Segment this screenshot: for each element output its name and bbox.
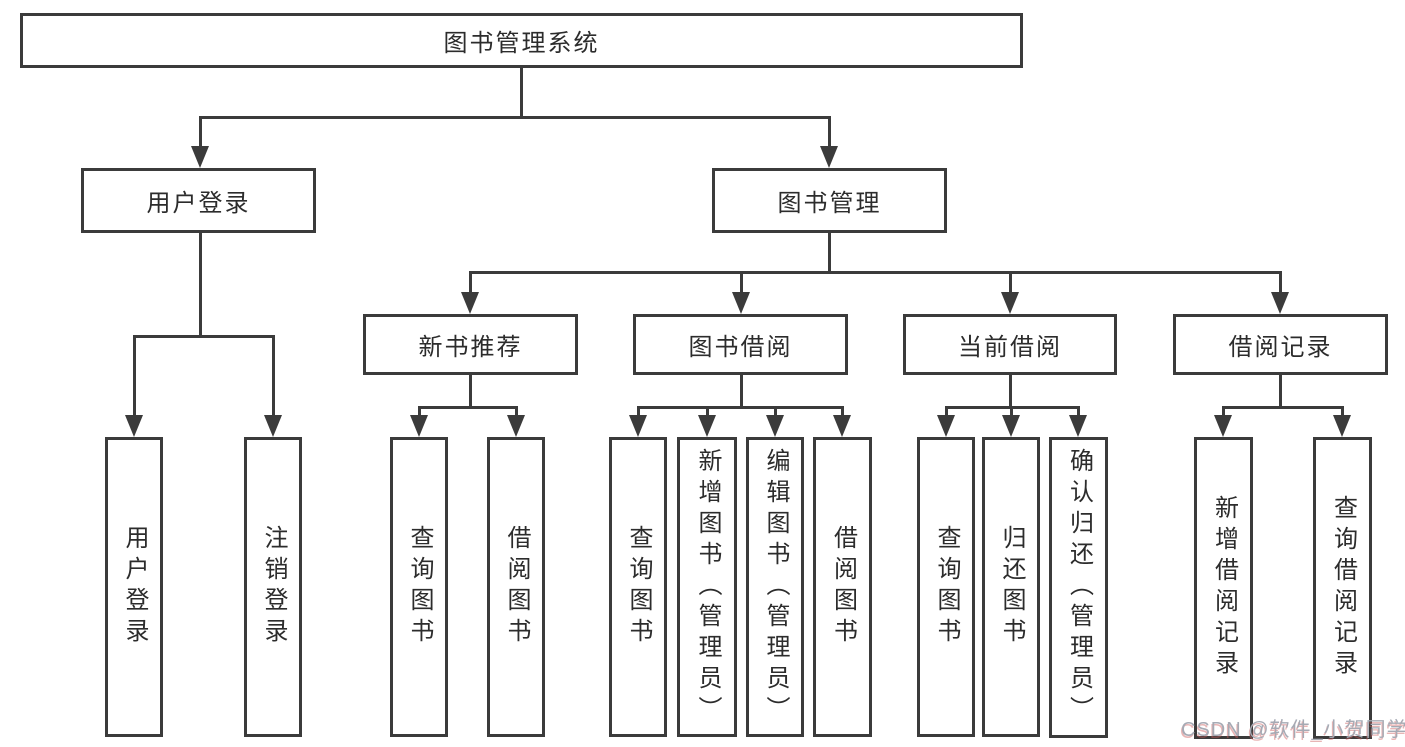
arrow-down-icon	[766, 415, 784, 437]
node-borrow-record-label: 借阅记录	[1228, 334, 1333, 361]
edge-arrow-shaft	[271, 336, 275, 418]
edge-stem-book-mgmt	[827, 231, 831, 272]
leaf-user-login: 用户登录	[105, 437, 163, 737]
leaf-user-login-label: 用户登录	[121, 525, 148, 649]
arrow-down-icon	[1214, 415, 1232, 437]
edge-arrow-shaft	[1077, 407, 1080, 418]
edge-split-user-login	[132, 334, 275, 338]
arrow-down-icon	[833, 415, 851, 437]
leaf-nbr-borrow-book: 借阅图书	[487, 437, 545, 737]
edge-arrow-shaft	[827, 117, 831, 151]
arrow-down-icon	[461, 292, 479, 314]
leaf-bb-edit-book: 编辑图书（管理员）	[746, 437, 804, 737]
arrow-down-icon	[1002, 415, 1020, 437]
edge-stem-root	[519, 66, 523, 117]
arrow-down-icon	[264, 415, 282, 437]
edge-arrow-shaft	[1341, 407, 1344, 418]
arrow-down-icon	[1069, 415, 1087, 437]
arrow-down-icon	[1001, 292, 1019, 314]
node-book-mgmt-label: 图书管理	[777, 190, 882, 217]
node-root-label: 图书管理系统	[443, 30, 600, 57]
node-borrow-record: 借阅记录	[1173, 314, 1388, 375]
arrow-down-icon	[507, 415, 525, 437]
leaf-bb-add-book-label: 新增图书（管理员）	[694, 447, 721, 727]
edge-arrow-shaft	[1278, 272, 1282, 295]
arrow-down-icon	[125, 415, 143, 437]
node-root: 图书管理系统	[20, 13, 1023, 68]
leaf-cb-confirm-return-label: 确认归还（管理员）	[1065, 448, 1093, 727]
edge-arrow-shaft	[417, 407, 421, 418]
leaf-bb-borrow-book: 借阅图书	[813, 437, 872, 737]
leaf-logout-label: 注销登录	[260, 525, 287, 649]
edge-stem-user-login	[198, 231, 202, 337]
leaf-cb-confirm-return: 确认归还（管理员）	[1049, 437, 1108, 738]
edge-arrow-shaft	[132, 336, 136, 418]
edge-arrow-shaft	[705, 407, 709, 418]
arrow-down-icon	[1271, 292, 1289, 314]
leaf-br-query-record-label: 查询借阅记录	[1329, 495, 1357, 681]
node-user-login-label: 用户登录	[146, 190, 251, 217]
leaf-bb-query-book: 查询图书	[609, 437, 667, 737]
edge-split-book-mgmt	[468, 270, 1282, 274]
node-user-login: 用户登录	[81, 168, 316, 233]
node-new-book-rec: 新书推荐	[363, 314, 578, 375]
edge-split-root	[198, 115, 831, 119]
leaf-nbr-query-book-label: 查询图书	[406, 525, 433, 649]
edge-arrow-shaft	[840, 407, 844, 418]
edge-split-new-book-rec	[417, 405, 518, 409]
node-book-mgmt: 图书管理	[712, 168, 947, 233]
edge-arrow-shaft	[1221, 407, 1225, 418]
leaf-nbr-borrow-book-label: 借阅图书	[503, 525, 530, 649]
node-current-borrow: 当前借阅	[903, 314, 1117, 375]
node-current-borrow-label: 当前借阅	[958, 334, 1062, 361]
edge-stem-borrow-record	[1278, 373, 1282, 407]
leaf-br-query-record: 查询借阅记录	[1313, 437, 1372, 739]
csdn-watermark: CSDN @软件_小贺同学	[1181, 719, 1405, 741]
leaf-bb-edit-book-label: 编辑图书（管理员）	[762, 447, 789, 727]
edge-split-book-borrow	[636, 405, 844, 409]
leaf-cb-query-book: 查询图书	[917, 437, 975, 737]
leaf-cb-query-book-label: 查询图书	[933, 525, 960, 649]
node-new-book-rec-label: 新书推荐	[418, 334, 523, 361]
arrow-down-icon	[937, 415, 955, 437]
edge-arrow-shaft	[773, 407, 777, 418]
leaf-bb-add-book: 新增图书（管理员）	[677, 437, 737, 737]
node-book-borrow-label: 图书借阅	[688, 334, 793, 361]
arrow-down-icon	[732, 292, 750, 314]
edge-stem-book-borrow	[739, 373, 743, 407]
arrow-down-icon	[820, 146, 838, 168]
leaf-bb-query-book-label: 查询图书	[625, 525, 652, 649]
leaf-bb-borrow-book-label: 借阅图书	[829, 525, 857, 649]
edge-arrow-shaft	[514, 407, 518, 418]
edge-arrow-shaft	[636, 407, 640, 418]
leaf-cb-return-book-label: 归还图书	[998, 525, 1025, 649]
edge-arrow-shaft	[1008, 272, 1012, 295]
leaf-br-add-record: 新增借阅记录	[1194, 437, 1253, 739]
edge-arrow-shaft	[739, 272, 743, 295]
edge-arrow-shaft	[468, 272, 472, 295]
edge-split-borrow-record	[1221, 405, 1344, 409]
leaf-nbr-query-book: 查询图书	[390, 437, 448, 737]
edge-arrow-shaft	[944, 407, 948, 418]
node-book-borrow: 图书借阅	[633, 314, 848, 375]
leaf-br-add-record-label: 新增借阅记录	[1210, 495, 1238, 681]
edge-stem-current-borrow	[1008, 373, 1012, 407]
leaf-logout: 注销登录	[244, 437, 302, 737]
edge-stem-new-book-rec	[468, 373, 472, 407]
arrow-down-icon	[1333, 415, 1351, 437]
arrow-down-icon	[191, 146, 209, 168]
edge-arrow-shaft	[1009, 407, 1013, 418]
leaf-cb-return-book: 归还图书	[982, 437, 1040, 737]
arrow-down-icon	[698, 415, 716, 437]
arrow-down-icon	[629, 415, 647, 437]
arrow-down-icon	[410, 415, 428, 437]
edge-arrow-shaft	[198, 117, 202, 151]
